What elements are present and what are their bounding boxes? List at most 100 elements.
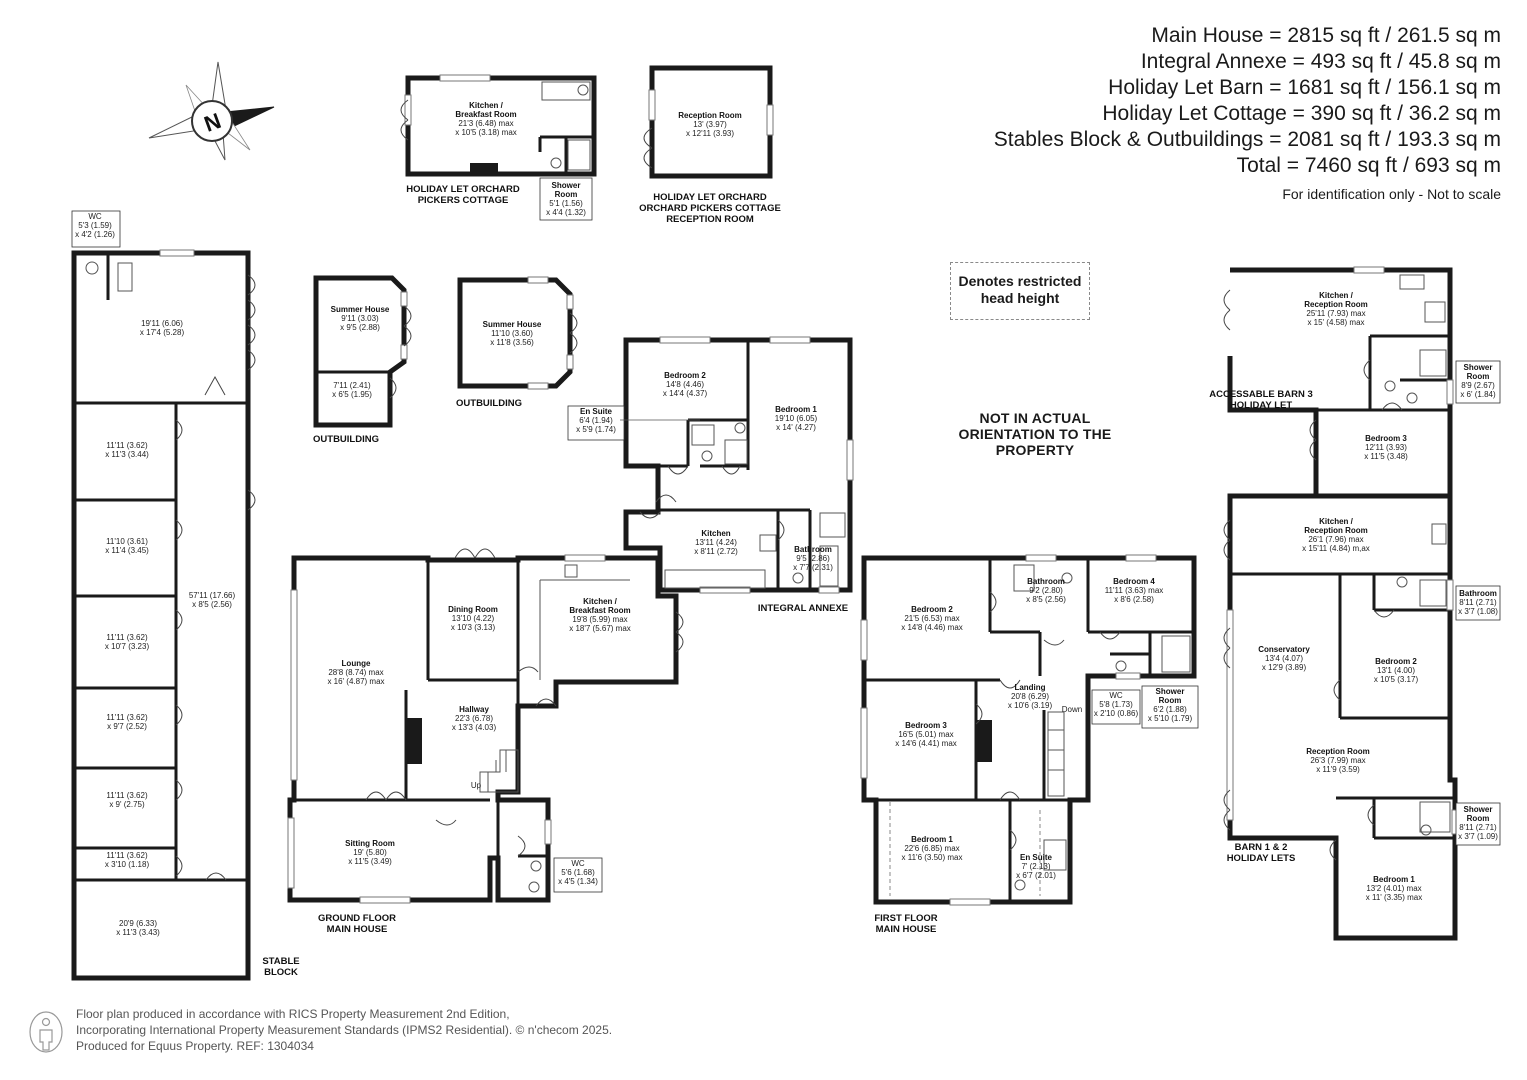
room-label-line: x 14'6 (4.41) max bbox=[895, 739, 957, 748]
room-label-line: 7' (2.13) bbox=[1021, 862, 1050, 871]
room-label-line: x 3'7 (1.08) bbox=[1458, 607, 1498, 616]
not-to-scale-note: For identification only - Not to scale bbox=[1282, 186, 1501, 202]
room-label-stable-6: 11'11 (3.62)x 9' (2.75) bbox=[106, 791, 148, 809]
area-total: Total = 7460 sq ft / 693 sq m bbox=[1236, 154, 1501, 177]
room-label-line: 19' (5.80) bbox=[353, 848, 387, 857]
room-label-line: x 9' (2.75) bbox=[109, 800, 145, 809]
room-label-line: 21'5 (6.53) max bbox=[904, 614, 959, 623]
room-label-line: 9'2 (2.80) bbox=[1029, 586, 1063, 595]
room-label-line: Kitchen / bbox=[583, 597, 618, 606]
room-label-line: Bedroom 4 bbox=[1113, 577, 1155, 586]
room-label-line: Reception Room bbox=[1304, 300, 1368, 309]
room-label-line: Room bbox=[1159, 696, 1182, 705]
section-label-outbuilding2: OUTBUILDING bbox=[456, 398, 522, 409]
room-label-stable-3: 11'10 (3.61)x 11'4 (3.45) bbox=[105, 537, 149, 555]
room-label-line: 11'10 (3.60) bbox=[491, 329, 533, 338]
room-label-line: Conservatory bbox=[1258, 645, 1310, 654]
footer-line-1: Floor plan produced in accordance with R… bbox=[76, 1007, 510, 1021]
room-label-ff-wc: WC5'8 (1.73)x 2'10 (0.86) bbox=[1091, 689, 1141, 725]
room-label-line: x 11'6 (3.50) max bbox=[902, 853, 963, 862]
room-label-line: x 11'3 (3.43) bbox=[116, 928, 160, 937]
compass-icon: N bbox=[148, 61, 275, 161]
room-label-line: 11'11 (3.62) bbox=[106, 441, 148, 450]
room-label-line: Kitchen / bbox=[469, 101, 504, 110]
room-label-line: Sitting Room bbox=[345, 839, 395, 848]
section-label-line: GROUND FLOOR bbox=[318, 913, 396, 924]
room-label-line: 20'9 (6.33) bbox=[119, 919, 157, 928]
room-label-stable-2: 11'11 (3.62)x 11'3 (3.44) bbox=[105, 441, 149, 459]
room-label-line: x 5'9 (1.74) bbox=[576, 425, 616, 434]
room-label-line: x 18'7 (5.67) max bbox=[569, 624, 631, 633]
room-label-line: 11'10 (3.61) bbox=[106, 537, 148, 546]
section-label-line: PICKERS COTTAGE bbox=[418, 195, 509, 206]
section-label-line: BLOCK bbox=[264, 967, 298, 978]
summer-house-2-plan bbox=[457, 276, 578, 390]
section-label-line: MAIN HOUSE bbox=[876, 924, 937, 935]
room-label-line: 6'4 (1.94) bbox=[579, 416, 613, 425]
section-label-line: OUTBUILDING bbox=[313, 434, 379, 445]
room-label-line: x 2'10 (0.86) bbox=[1094, 709, 1139, 718]
room-label-line: Reception Room bbox=[1306, 747, 1370, 756]
room-label-line: En Suite bbox=[580, 407, 613, 416]
room-label-line: Lounge bbox=[342, 659, 371, 668]
room-label-stable-wc: WC5'3 (1.59)x 4'2 (1.26) bbox=[71, 210, 121, 248]
room-label-b3-bed3: Bedroom 312'11 (3.93)x 11'5 (3.48) bbox=[1364, 434, 1408, 461]
room-label-line: x 3'7 (1.09) bbox=[1458, 832, 1498, 841]
summer-house-1-plan bbox=[313, 275, 412, 428]
room-label-line: Shower bbox=[1156, 687, 1185, 696]
section-label-line: HOLIDAY LET bbox=[1230, 400, 1292, 411]
room-label-line: 11'11 (3.62) bbox=[106, 633, 148, 642]
room-label-line: 25'11 (7.93) max bbox=[1306, 309, 1365, 318]
section-label-line: INTEGRAL ANNEXE bbox=[758, 603, 848, 614]
room-label-line: 5'8 (1.73) bbox=[1099, 700, 1133, 709]
room-label-line: Bedroom 1 bbox=[1373, 875, 1415, 884]
restricted-head-height-key: Denotes restricted head height bbox=[950, 262, 1090, 320]
room-label-line: x 11'5 (3.49) bbox=[348, 857, 392, 866]
room-label-line: x 7'7 (2.31) bbox=[793, 563, 833, 572]
room-label-line: 13'11 (4.24) bbox=[695, 538, 737, 547]
room-label-line: 19'8 (5.99) max bbox=[572, 615, 627, 624]
barn-3-plan bbox=[1223, 266, 1454, 499]
room-label-line: x 12'9 (3.89) bbox=[1262, 663, 1307, 672]
room-label-line: WC bbox=[571, 859, 585, 868]
room-label-line: En Suite bbox=[1020, 853, 1053, 862]
cottage-reception-plan bbox=[643, 65, 774, 179]
room-label-line: Bedroom 1 bbox=[775, 405, 817, 414]
room-label-line: 12'11 (3.93) bbox=[1365, 443, 1407, 452]
room-label-line: 11'11 (3.62) bbox=[106, 713, 148, 722]
stairs-up-label: Up bbox=[471, 781, 482, 790]
room-label-line: x 13'3 (4.03) bbox=[452, 723, 497, 732]
room-label-line: Breakfast Room bbox=[455, 110, 516, 119]
room-label-line: Bedroom 3 bbox=[905, 721, 947, 730]
room-label-line: Shower bbox=[1464, 805, 1493, 814]
room-label-line: Kitchen / bbox=[1319, 291, 1354, 300]
room-label-line: Bathroom bbox=[1027, 577, 1065, 586]
room-label-line: 13' (3.97) bbox=[693, 120, 727, 129]
room-label-summer1-store: 7'11 (2.41)x 6'5 (1.95) bbox=[332, 381, 372, 399]
footer-line-3: Produced for Equus Property. REF: 130403… bbox=[76, 1039, 314, 1053]
room-label-line: 13'1 (4.00) bbox=[1377, 666, 1415, 675]
room-label-line: x 10'7 (3.23) bbox=[105, 642, 150, 651]
room-label-line: x 11'9 (3.59) bbox=[1316, 765, 1360, 774]
section-label-annexe: INTEGRAL ANNEXE bbox=[758, 603, 848, 614]
